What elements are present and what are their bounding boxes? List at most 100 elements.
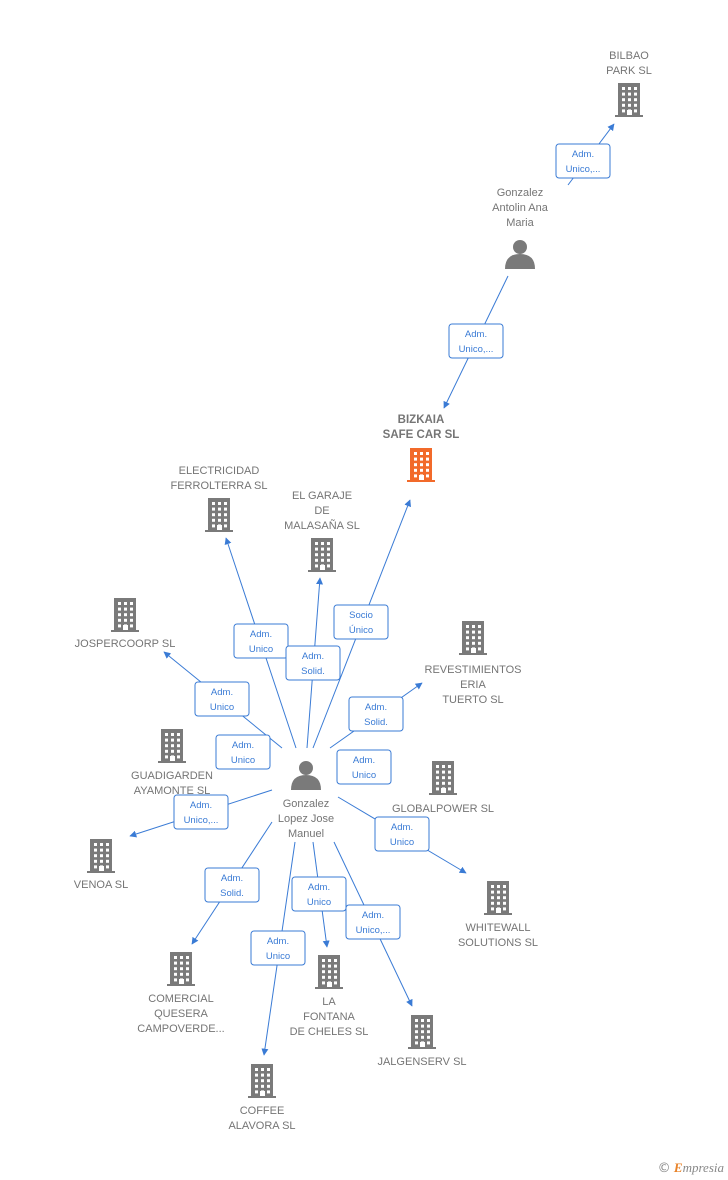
building-icon[interactable] xyxy=(315,955,343,989)
edge-label-text: Unico xyxy=(210,702,234,713)
copyright-symbol: © xyxy=(657,1161,671,1176)
node-label: EL GARAJE xyxy=(292,490,352,502)
node-bizkaia[interactable]: BIZKAIA SAFE CAR SL xyxy=(383,414,460,482)
edge-label-venoa[interactable]: Adm.Unico,... xyxy=(173,794,229,830)
building-icon[interactable] xyxy=(87,839,115,873)
node-revestimientos[interactable]: REVESTIMIENTOS ERIA TUERTO SL xyxy=(425,621,522,706)
node-label: VENOA SL xyxy=(74,879,128,891)
edge-label-text: Adm. xyxy=(221,873,243,884)
edge-label-text: Adm. xyxy=(190,800,212,811)
building-icon[interactable] xyxy=(429,761,457,795)
node-label: GLOBALPOWER SL xyxy=(392,803,494,815)
edge-label-fontana[interactable]: Adm. Unico xyxy=(291,876,347,912)
building-icon[interactable] xyxy=(459,621,487,655)
edge-label-whitewall[interactable]: Adm.Unico xyxy=(374,816,430,852)
node-label: DE CHELES SL xyxy=(290,1026,369,1038)
node-label: DE xyxy=(314,505,329,517)
edge-label-guadigarden[interactable]: Adm. Unico xyxy=(215,734,271,770)
edge-label-globalpower[interactable]: Adm.Unico xyxy=(336,749,392,785)
empresia-watermark: © Empresia xyxy=(658,1160,724,1176)
building-icon[interactable] xyxy=(111,598,139,632)
building-icon[interactable] xyxy=(158,729,186,763)
node-label: CAMPOVERDE... xyxy=(137,1023,224,1035)
building-icon[interactable] xyxy=(407,448,435,482)
building-icon[interactable] xyxy=(205,498,233,532)
node-fontana[interactable]: LA FONTANA DE CHELES SL xyxy=(290,955,369,1038)
node-label: Lopez Jose xyxy=(278,813,334,825)
node-label: BILBAO xyxy=(609,50,649,62)
node-label: Gonzalez xyxy=(283,798,329,810)
building-icon[interactable] xyxy=(248,1064,276,1098)
edge-label-text: Solid. xyxy=(301,666,325,677)
node-comercial[interactable]: COMERCIALQUESERACAMPOVERDE... xyxy=(137,952,225,1035)
node-label: BIZKAIA xyxy=(398,414,445,426)
brand-name: mpresia xyxy=(682,1160,724,1175)
edge-label-text: Unico,... xyxy=(566,164,601,175)
edge-label-text: Adm. xyxy=(232,740,254,751)
edge-label-text: Unico xyxy=(249,644,273,655)
edge-label-comercial[interactable]: Adm. Solid. xyxy=(204,867,260,903)
edge-label-text: Adm. xyxy=(365,702,387,713)
person-icon[interactable] xyxy=(505,240,535,269)
edge-label-text: Solid. xyxy=(364,717,388,728)
building-icon[interactable] xyxy=(167,952,195,986)
node-jalgenserv[interactable]: JALGENSERV SL xyxy=(377,1015,467,1068)
node-label: FONTANA xyxy=(303,1011,355,1023)
edge-label-jospercoorp[interactable]: Adm.Unico xyxy=(194,681,250,717)
node-label: AYAMONTE SL xyxy=(134,785,211,797)
edge-label-electricidad[interactable]: Adm.Unico xyxy=(233,623,289,659)
edge-label-text: Adm. xyxy=(308,882,330,893)
edge-label-text: Adm. xyxy=(572,149,594,160)
node-jospercoorp[interactable]: JOSPERCOORP SL xyxy=(75,598,176,650)
edge-labels-layer: Adm.Unico,...Adm.Unico,...SocioÚnicoAdm.… xyxy=(173,143,611,966)
node-label: COFFEE xyxy=(240,1105,285,1117)
node-label: Manuel xyxy=(288,828,324,840)
node-label: Gonzalez xyxy=(497,187,543,199)
building-icon[interactable] xyxy=(408,1015,436,1049)
node-label: SAFE CAR SL xyxy=(383,429,460,441)
node-label: JOSPERCOORP SL xyxy=(75,638,176,650)
building-icon[interactable] xyxy=(308,538,336,572)
node-label: Maria xyxy=(506,217,534,229)
edge-label-bilbao[interactable]: Adm. Unico,... xyxy=(555,143,611,179)
node-label: ELECTRICIDAD xyxy=(179,465,260,477)
edge-label-text: Unico xyxy=(307,897,331,908)
edge-label-text: Adm. xyxy=(391,822,413,833)
node-globalpower[interactable]: GLOBALPOWER SL xyxy=(392,761,494,815)
node-label: SOLUTIONS SL xyxy=(458,937,538,949)
edge-label-garaje[interactable]: Adm. Solid. xyxy=(285,645,341,681)
node-coffee[interactable]: COFFEE ALAVORA SL xyxy=(228,1064,296,1132)
edge-label-text: Unico,... xyxy=(356,925,391,936)
edge-label-text: Unico xyxy=(231,755,255,766)
edge-label-jalgenserv[interactable]: Adm. Unico,... xyxy=(345,904,401,940)
edge-label-text: Adm. xyxy=(362,910,384,921)
edge-label-revestimientos[interactable]: Adm. Solid. xyxy=(348,696,404,732)
node-label: ERIA xyxy=(460,679,486,691)
edge-label-text: Solid. xyxy=(220,888,244,899)
node-label: ALAVORA SL xyxy=(228,1120,295,1132)
node-label: COMERCIAL xyxy=(148,993,213,1005)
building-icon[interactable] xyxy=(484,881,512,915)
node-label: LA xyxy=(322,996,336,1008)
person-icon[interactable] xyxy=(291,761,321,790)
edge-label-text: Adm. xyxy=(465,329,487,340)
node-label: JALGENSERV SL xyxy=(377,1056,466,1068)
building-icon[interactable] xyxy=(615,83,643,117)
node-label: REVESTIMIENTOS xyxy=(425,664,522,676)
edge-label-bizkaia[interactable]: Adm.Unico,... xyxy=(448,323,504,359)
node-label: TUERTO SL xyxy=(442,694,503,706)
brand-initial: E xyxy=(673,1160,683,1175)
node-venoa[interactable]: VENOA SL xyxy=(74,839,128,891)
edge-label-text: Adm. xyxy=(302,651,324,662)
edge-label-coffee[interactable]: Adm.Unico xyxy=(250,930,306,966)
